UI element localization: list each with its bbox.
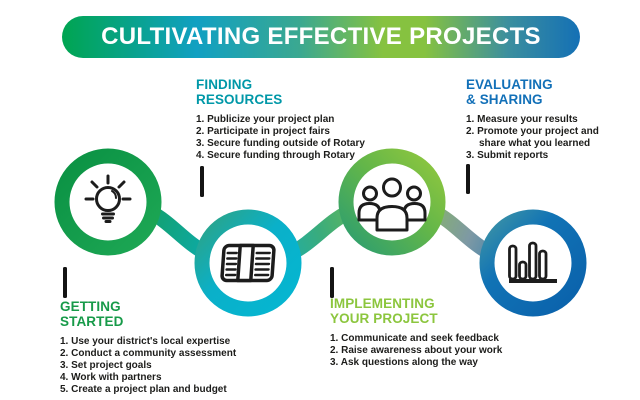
list-item: 2. Promote your project and share what y… (466, 126, 599, 149)
list-item: 2. Raise awareness about your work (330, 345, 503, 356)
tick-marker-implementing (330, 267, 334, 298)
section-evaluating-sharing: EVALUATING & SHARING 1. Measure your res… (466, 77, 612, 162)
finding-resources-list: 1. Publicize your project plan 2. Partic… (196, 114, 365, 162)
list-item: 1. Communicate and seek feedback (330, 333, 499, 344)
list-item: 5. Create a project plan and budget (60, 384, 227, 395)
section-heading-getting-started: GETTING STARTED (60, 299, 124, 329)
list-item: 4. Secure funding through Rotary (196, 150, 355, 161)
list-item: 1. Use your district's local expertise (60, 336, 231, 347)
bar-chart-icon (508, 241, 557, 283)
tick-marker-getting-started (63, 267, 67, 298)
people-group-icon (357, 177, 427, 232)
step-circle-implementing (338, 148, 446, 256)
tick-marker-finding-resources (200, 166, 204, 197)
list-item: 3. Submit reports (466, 150, 549, 161)
evaluating-list: 1. Measure your results 2. Promote your … (466, 114, 612, 162)
page-title: CULTIVATING EFFECTIVE PROJECTS (101, 23, 541, 50)
list-item: 2. Participate in project fairs (196, 126, 330, 137)
section-heading-finding-resources: FINDING RESOURCES (196, 77, 283, 107)
section-finding-resources: FINDING RESOURCES 1. Publicize your proj… (196, 77, 365, 162)
step-circle-getting-started (54, 148, 162, 256)
list-item: 3. Secure funding outside of Rotary (196, 138, 365, 149)
list-item: 3. Set project goals (60, 360, 152, 371)
list-item: 4. Work with partners (60, 372, 162, 383)
lightbulb-icon (84, 174, 132, 223)
title-banner: CULTIVATING EFFECTIVE PROJECTS (62, 16, 580, 58)
list-item: 3. Ask questions along the way (330, 357, 478, 368)
list-item: 2. Conduct a community assessment (60, 348, 237, 359)
section-heading-implementing: IMPLEMENTING YOUR PROJECT (330, 296, 438, 326)
section-getting-started: GETTING STARTED 1. Use your district's l… (60, 299, 236, 396)
getting-started-list: 1. Use your district's local expertise 2… (60, 336, 236, 396)
section-implementing-your-project: IMPLEMENTING YOUR PROJECT 1. Communicate… (330, 296, 502, 369)
tick-marker-evaluating (466, 164, 470, 194)
list-item: 1. Publicize your project plan (196, 114, 335, 125)
section-heading-evaluating: EVALUATING & SHARING (466, 77, 553, 107)
money-stack-icon (220, 243, 276, 283)
implementing-list: 1. Communicate and seek feedback 2. Rais… (330, 333, 502, 369)
list-item: 1. Measure your results (466, 114, 578, 125)
